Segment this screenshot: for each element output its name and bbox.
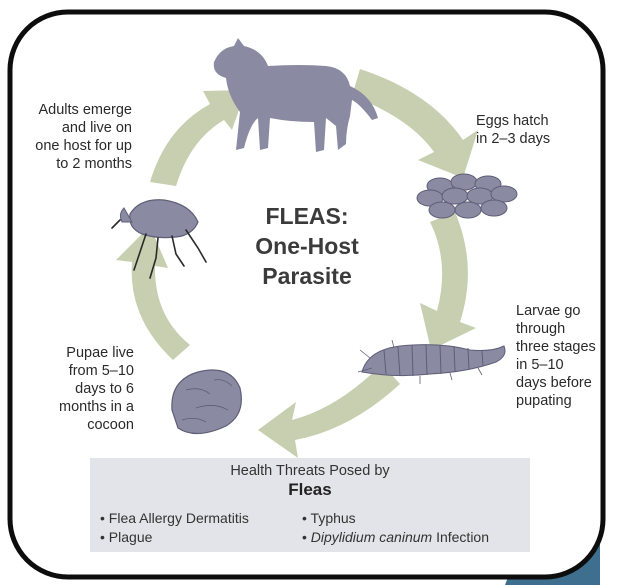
bullet: • xyxy=(100,529,105,545)
label-larvae: Larvae go through three stages in 5–10 d… xyxy=(516,302,606,410)
threat-text: Flea Allergy Dermatitis xyxy=(109,510,249,526)
label-adults-line: one host for up xyxy=(20,137,132,155)
label-adults-line: and live on xyxy=(20,119,132,137)
title-line: Parasite xyxy=(232,261,382,291)
threat-text: Infection xyxy=(432,529,489,545)
label-pupae: Pupae live from 5–10 days to 6 months in… xyxy=(40,344,134,434)
bullet: • xyxy=(100,510,105,526)
label-larvae-line: in 5–10 xyxy=(516,356,606,374)
label-pupae-line: Pupae live xyxy=(40,344,134,362)
threats-heading: Health Threats Posed by xyxy=(90,462,530,480)
threat-item: • Dipylidium caninum Infection xyxy=(302,528,489,546)
title-line: FLEAS: xyxy=(232,201,382,231)
label-eggs-line: in 2–3 days xyxy=(476,130,586,148)
label-larvae-line: through xyxy=(516,320,606,338)
label-larvae-line: three stages xyxy=(516,338,606,356)
diagram-title: FLEAS: One-Host Parasite xyxy=(232,201,382,291)
threat-item: • Flea Allergy Dermatitis xyxy=(100,509,249,527)
label-pupae-line: months in a xyxy=(40,398,134,416)
threat-item: • Typhus xyxy=(302,509,356,527)
label-pupae-line: cocoon xyxy=(40,416,134,434)
threat-item: • Plague xyxy=(100,528,152,546)
label-eggs-line: Eggs hatch xyxy=(476,112,586,130)
label-larvae-line: days before xyxy=(516,374,606,392)
threats-subject: Fleas xyxy=(90,480,530,500)
label-pupae-line: days to 6 xyxy=(40,380,134,398)
bullet: • xyxy=(302,529,307,545)
title-line: One-Host xyxy=(232,231,382,261)
bullet: • xyxy=(302,510,307,526)
label-larvae-line: pupating xyxy=(516,392,606,410)
label-adults-line: Adults emerge xyxy=(20,101,132,119)
label-larvae-line: Larvae go xyxy=(516,302,606,320)
label-pupae-line: from 5–10 xyxy=(40,362,134,380)
health-threats-panel: Health Threats Posed by Fleas • Flea All… xyxy=(90,458,530,552)
threat-text: Typhus xyxy=(311,510,356,526)
label-adults-line: to 2 months xyxy=(20,155,132,173)
label-adults: Adults emerge and live on one host for u… xyxy=(20,101,132,173)
label-eggs: Eggs hatch in 2–3 days xyxy=(476,112,586,148)
threat-text: Plague xyxy=(109,529,153,545)
threat-text-italic: Dipylidium caninum xyxy=(311,529,432,545)
